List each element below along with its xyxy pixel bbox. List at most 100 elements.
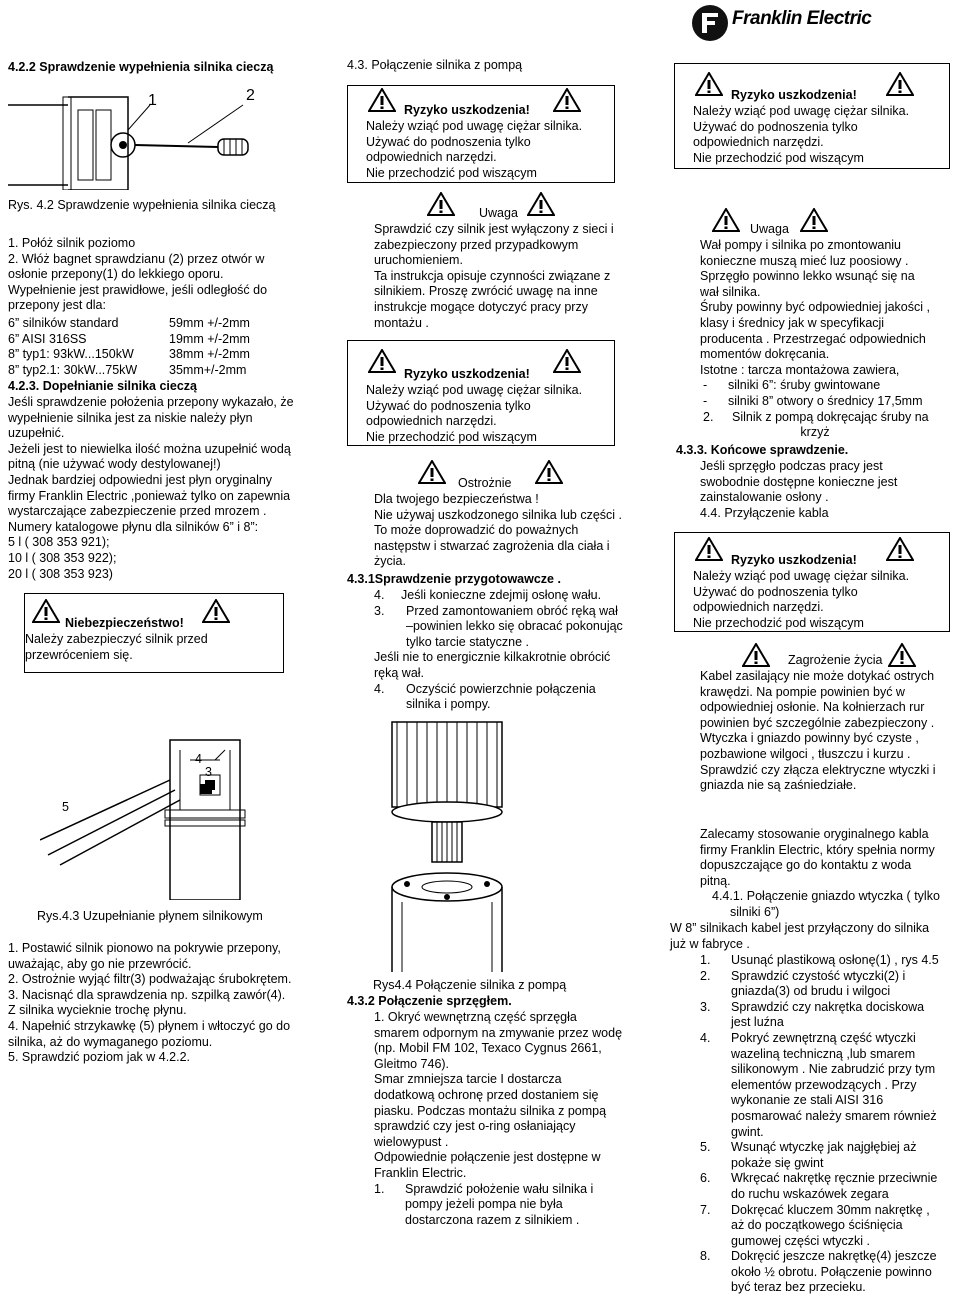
text-line: 5 l ( 308 353 921); — [8, 535, 110, 550]
row-value: 35mm+/-2mm — [169, 362, 247, 377]
step-number: 4. — [374, 588, 385, 602]
risk-box-col3-top: Ryzyko uszkodzenia! Należy wziąć pod uwa… — [674, 63, 950, 169]
fill-level-table: 6” silników standard 59mm +/-2mm 6” AISI… — [8, 316, 326, 378]
text-line: Dokręcić jeszcze nakrętkę(4) jeszcze — [731, 1249, 937, 1264]
warning-triangle-icon — [712, 208, 740, 232]
text-line: Ta instrukcja opisuje czynności związane… — [374, 268, 611, 283]
text-line: Jeśli nie to energicznie kilkakrotnie ob… — [374, 650, 611, 665]
text-line: Silnik z pompą dokręcając śruby na — [732, 409, 929, 424]
step-number: 2. — [700, 968, 711, 983]
risk-title: Ryzyko uszkodzenia! — [731, 88, 857, 102]
text-line: silnikiem. Proszę zwrócić uwagę na inne — [374, 284, 598, 299]
text-line: Oczyścić powierzchnie połączenia — [406, 681, 596, 696]
note-title: Uwaga — [750, 222, 789, 236]
text-line: Nie przechodzić pod wiszącym — [366, 429, 537, 444]
text-line: smarem odpornym na zmywanie przez wodę — [374, 1025, 623, 1040]
w8-text: W 8” silnikach kabel jest przyłączony do… — [670, 921, 960, 952]
fig2-label-3: 3 — [205, 765, 212, 779]
warning-triangle-icon — [886, 537, 914, 561]
row-value: 59mm +/-2mm — [169, 316, 250, 330]
text-line: 4.4. Przyłączenie kabla — [700, 505, 829, 520]
text-line: przepony jest dla: — [8, 298, 106, 313]
step-number: 5. — [700, 1140, 711, 1155]
text-line: Używać do podnoszenia tylko — [366, 134, 531, 149]
text-line: Gleitmo 746). — [374, 1056, 450, 1071]
fig4-4-caption: Rys4.4 Połączenie silnika z pompą — [373, 978, 567, 992]
bullet-dash: - — [703, 393, 708, 408]
table-row: 8” typ1: 93kW...150kW 38mm +/-2mm — [8, 347, 326, 363]
text-line: Sprawdzić położenie wału silnika i — [405, 1181, 594, 1196]
text-line: dostarczona razem z silnikiem . — [405, 1212, 580, 1227]
step-number: 3. — [374, 603, 385, 618]
list-item: 3. Sprawdzić czy nakrętka dociskowa jest… — [700, 1000, 960, 1031]
warning-triangle-icon — [800, 208, 828, 232]
caution-text: Dla twojego bezpieczeństwa ! Nie używaj … — [374, 492, 664, 570]
text-line: wielowypust . — [374, 1134, 449, 1149]
text-line: wykonanie ze stali AISI 316 — [731, 1093, 884, 1108]
list-item: 2. Silnik z pompą dokręcając śruby na kr… — [700, 410, 958, 441]
text-line: Sprawdzić czy nakrętka dociskowa — [731, 999, 925, 1014]
text-line: Zalecamy stosowanie oryginalnego kabla — [700, 827, 929, 841]
text-line: 1. Połóż silnik poziomo — [8, 236, 136, 250]
fig1-caption: Rys. 4.2 Sprawdzenie wypełnienia silnika… — [8, 198, 276, 212]
text-line: Odpowiednie połączenie jest dostępne w — [374, 1150, 601, 1165]
step-number: 2. — [703, 409, 714, 424]
table-row: 6” AISI 316SS 19mm +/-2mm — [8, 332, 326, 348]
section-heading-4-2-2: 4.2.2 Sprawdzenie wypełnienia silnika ci… — [8, 60, 274, 74]
list-item: 8. Dokręcić jeszcze nakrętkę(4) jeszcze … — [700, 1249, 960, 1296]
section-heading-4-2-3: 4.2.3. Dopełnianie silnika cieczą — [8, 379, 197, 393]
text-line: sprawdzić czy jest o-ring osłaniający — [374, 1119, 576, 1134]
prep-steps: 4. Jeśli konieczne zdejmij osłonę wału. … — [374, 588, 664, 713]
list-item: 5. Wsunąć wtyczkę jak najgłębiej aż poka… — [700, 1140, 960, 1171]
text-line: już w fabryce . — [670, 936, 750, 951]
text-line: instrukcje mogące dotyczyć pracy przy — [374, 299, 588, 314]
text-line: Sprzęgło powinno lekko wsunąć się na — [700, 269, 915, 284]
list-item: - silniki 6”: śruby gwintowane — [700, 378, 958, 394]
text-line: Nie przechodzić pod wiszącym — [366, 165, 537, 180]
step-number: 7. — [700, 1202, 711, 1217]
text-line: Kabel zasilający nie może dotykać ostryc… — [700, 669, 935, 683]
text-line: Istotne : tarcza montażowa zawiera, — [700, 362, 900, 377]
section-heading-4-3-2: 4.3.2 Połączenie sprzęgłem. — [347, 994, 512, 1008]
note-text: Sprawdzić czy silnik jest wyłączony z si… — [374, 222, 664, 331]
bullet-text: silniki 8” otwory o średnicy 17,5mm — [728, 393, 923, 408]
text-line: uruchomieniem. — [374, 253, 463, 268]
franklin-emblem-icon — [692, 5, 728, 41]
text-line: gwint. — [731, 1124, 764, 1139]
text-line: klasy i średnicy jak w specyfikacji — [700, 315, 885, 330]
list-item: 4. Oczyścić powierzchnie połączenia siln… — [374, 682, 664, 713]
list-item: 4. Pokryć zewnętrzną część wtyczki wazel… — [700, 1031, 960, 1140]
motor-horizontal-figure — [8, 96, 249, 190]
text-line: 1. Okryć wewnętrzną część sprzęgła — [374, 1010, 577, 1024]
warning-triangle-icon — [32, 599, 60, 623]
text-line: Wkręcać nakrętkę ręcznie przeciwnie — [731, 1171, 938, 1186]
row-value: 38mm +/-2mm — [169, 347, 250, 362]
text-line: dodatkową ochronę przed dostaniem się — [374, 1087, 599, 1102]
motor-pump-coupling-figure — [391, 721, 503, 972]
text-line: wypełnienie silnika jest za niskie należ… — [8, 410, 253, 425]
text-line: silnika i pompy. — [406, 697, 491, 712]
text-line: odpowiednich narzędzi. — [693, 600, 824, 615]
text-line: Smar zmniejsza tarcie I dostarcza — [374, 1072, 562, 1087]
fig1-label-2: 2 — [246, 87, 255, 104]
text-line: Wał pompy i silnika po zmontowaniu — [700, 238, 902, 252]
text-line: 2. Włóż bagnet sprawdzianu (2) przez otw… — [8, 251, 265, 266]
text-line: Przed zamontowaniem obróć ręką wał — [406, 603, 618, 618]
text-line: silnika, aż do wymaganego poziomu. — [8, 1034, 213, 1049]
text-line: zainstalowanie osłony . — [700, 490, 829, 505]
risk-title: Ryzyko uszkodzenia! — [731, 553, 857, 567]
text-line: producenta . Przestrzegać odpowiednich — [700, 331, 926, 346]
text-line: firmy Franklin Electric, który spełnia n… — [700, 842, 935, 857]
text-line: ręką wał. — [374, 665, 425, 680]
row-value: 19mm +/-2mm — [169, 331, 250, 346]
text-line: wystarczające zabezpieczenie przed mroze… — [8, 504, 267, 519]
text-line: krzyż — [800, 425, 830, 440]
text-line: dopuszczające go do kontaktu z woda — [700, 858, 912, 873]
note-text: Wał pompy i silnika po zmontowaniu konie… — [700, 238, 958, 441]
risk-text: Należy wziąć pod uwagę ciężar silnika. U… — [366, 119, 582, 181]
text-line: powinien być szczególnie zabezpieczony . — [700, 715, 935, 730]
list-item: 1. Usunąć plastikową osłonę(1) , rys 4.5 — [700, 953, 960, 969]
warning-triangle-icon — [427, 192, 455, 216]
text-line: Nie używaj uszkodzonego silnika lub częś… — [374, 507, 623, 522]
text-line: piasku. Podczas montażu silnika z pompą — [374, 1103, 607, 1118]
